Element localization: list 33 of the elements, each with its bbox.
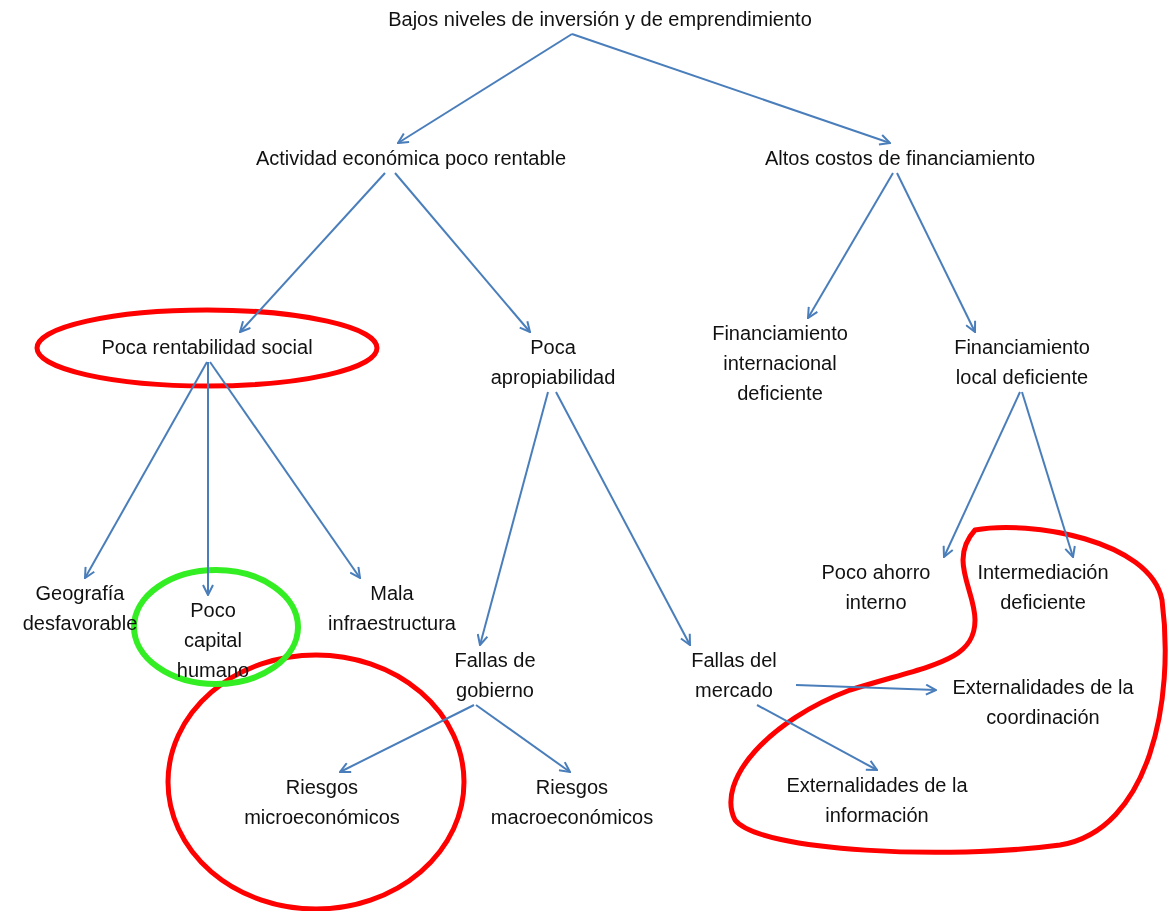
node-label: Financiamiento local deficiente bbox=[930, 332, 1114, 392]
arrow bbox=[394, 172, 531, 333]
node-label: Actividad económica poco rentable bbox=[253, 143, 569, 173]
arrow bbox=[397, 33, 573, 144]
arrow bbox=[84, 361, 208, 579]
arrow bbox=[571, 33, 891, 146]
arrow bbox=[209, 361, 361, 579]
node-label: Externalidades de la información bbox=[770, 770, 984, 830]
node-label: Fallas del mercado bbox=[672, 645, 796, 705]
arrow bbox=[239, 172, 386, 333]
arrow bbox=[1021, 391, 1076, 558]
node-label: Riesgos macroeconómicos bbox=[470, 772, 674, 832]
node-label: Poca apropiabilidad bbox=[476, 332, 630, 392]
node-label: Externalidades de la coordinación bbox=[936, 672, 1150, 732]
arrow bbox=[942, 391, 1021, 558]
node-label: Mala infraestructura bbox=[310, 578, 474, 638]
node-label: Altos costos de financiamiento bbox=[762, 143, 1038, 173]
arrow bbox=[555, 391, 691, 646]
node-label: Poca rentabilidad social bbox=[95, 332, 319, 362]
node-label: Intermediación deficiente bbox=[956, 557, 1130, 617]
node-label: Financiamiento internacional deficiente bbox=[688, 318, 872, 408]
arrow bbox=[475, 704, 571, 773]
node-label: Bajos niveles de inversión y de emprendimiento bbox=[386, 4, 814, 34]
node-label: Riesgos microeconómicos bbox=[220, 772, 424, 832]
arrow bbox=[476, 391, 549, 646]
node-label: Poco ahorro interno bbox=[804, 557, 948, 617]
arrow bbox=[795, 683, 937, 696]
arrow bbox=[202, 361, 214, 596]
node-label: Fallas de gobierno bbox=[433, 645, 557, 705]
arrow bbox=[756, 704, 878, 771]
arrow bbox=[339, 704, 475, 773]
arrow bbox=[807, 172, 894, 319]
arrow bbox=[896, 172, 977, 333]
